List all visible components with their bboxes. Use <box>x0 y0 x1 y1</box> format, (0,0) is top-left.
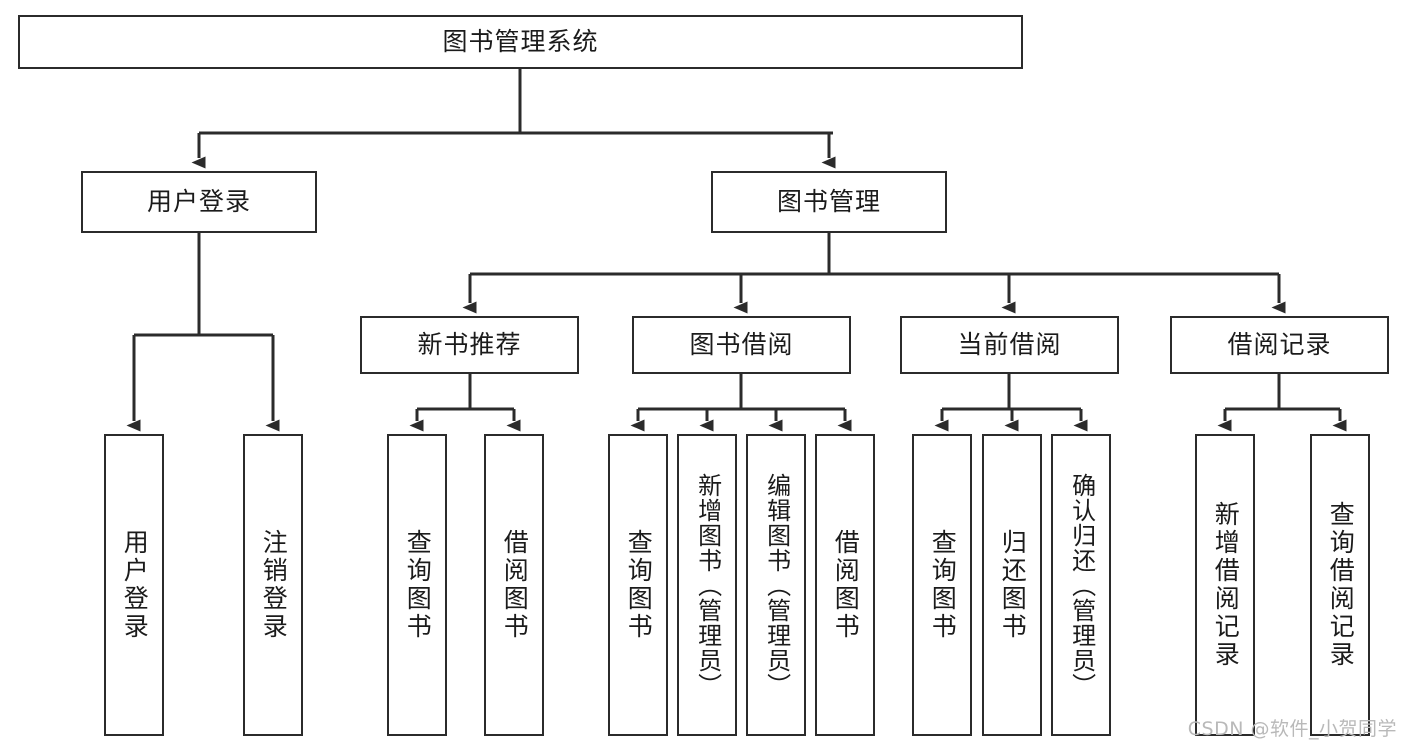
node-current-borrow-label: 当前借阅 <box>957 330 1062 360</box>
node-leaf-logout[interactable]: 注销登录 <box>243 434 303 736</box>
node-leaf-edit-book[interactable]: 编辑图书（管理员） <box>746 434 806 736</box>
node-book-borrow[interactable]: 图书借阅 <box>632 316 851 374</box>
node-leaf-borrow-book-2-label: 借阅图书 <box>831 529 861 641</box>
node-leaf-borrow-book-2[interactable]: 借阅图书 <box>815 434 875 736</box>
node-leaf-query-book-1-label: 查询图书 <box>403 529 433 641</box>
node-leaf-logout-label: 注销登录 <box>259 529 289 641</box>
node-leaf-query-book-3[interactable]: 查询图书 <box>912 434 972 736</box>
node-leaf-add-book[interactable]: 新增图书（管理员） <box>677 434 737 736</box>
node-root-label: 图书管理系统 <box>442 27 599 57</box>
node-leaf-query-record-label: 查询借阅记录 <box>1326 501 1356 669</box>
node-leaf-query-book-3-label: 查询图书 <box>928 529 958 641</box>
node-book-manage[interactable]: 图书管理 <box>711 171 947 233</box>
node-leaf-user-login-label: 用户登录 <box>120 529 150 641</box>
node-leaf-return-book[interactable]: 归还图书 <box>982 434 1042 736</box>
node-borrow-record[interactable]: 借阅记录 <box>1170 316 1389 374</box>
node-root[interactable]: 图书管理系统 <box>18 15 1023 69</box>
node-leaf-add-record-label: 新增借阅记录 <box>1211 501 1241 669</box>
watermark: CSDN @软件_小贺同学 <box>1187 718 1397 740</box>
node-user-login-label: 用户登录 <box>146 187 251 217</box>
node-leaf-query-book-2-label: 查询图书 <box>624 529 654 641</box>
node-new-book-recommend[interactable]: 新书推荐 <box>360 316 579 374</box>
node-leaf-borrow-book-1[interactable]: 借阅图书 <box>484 434 544 736</box>
node-leaf-confirm-return[interactable]: 确认归还（管理员） <box>1051 434 1111 736</box>
node-leaf-confirm-return-label: 确认归还（管理员） <box>1067 472 1096 698</box>
node-leaf-add-book-label: 新增图书（管理员） <box>693 472 722 698</box>
node-leaf-query-book-1[interactable]: 查询图书 <box>387 434 447 736</box>
node-leaf-borrow-book-1-label: 借阅图书 <box>500 529 530 641</box>
node-leaf-query-record[interactable]: 查询借阅记录 <box>1310 434 1370 736</box>
node-leaf-edit-book-label: 编辑图书（管理员） <box>762 472 791 698</box>
node-borrow-record-label: 借阅记录 <box>1227 330 1332 360</box>
node-current-borrow[interactable]: 当前借阅 <box>900 316 1119 374</box>
node-leaf-query-book-2[interactable]: 查询图书 <box>608 434 668 736</box>
node-leaf-user-login[interactable]: 用户登录 <box>104 434 164 736</box>
node-leaf-return-book-label: 归还图书 <box>998 529 1028 641</box>
node-book-manage-label: 图书管理 <box>776 187 881 217</box>
node-new-book-recommend-label: 新书推荐 <box>417 330 522 360</box>
node-leaf-add-record[interactable]: 新增借阅记录 <box>1195 434 1255 736</box>
node-user-login[interactable]: 用户登录 <box>81 171 317 233</box>
node-book-borrow-label: 图书借阅 <box>689 330 794 360</box>
